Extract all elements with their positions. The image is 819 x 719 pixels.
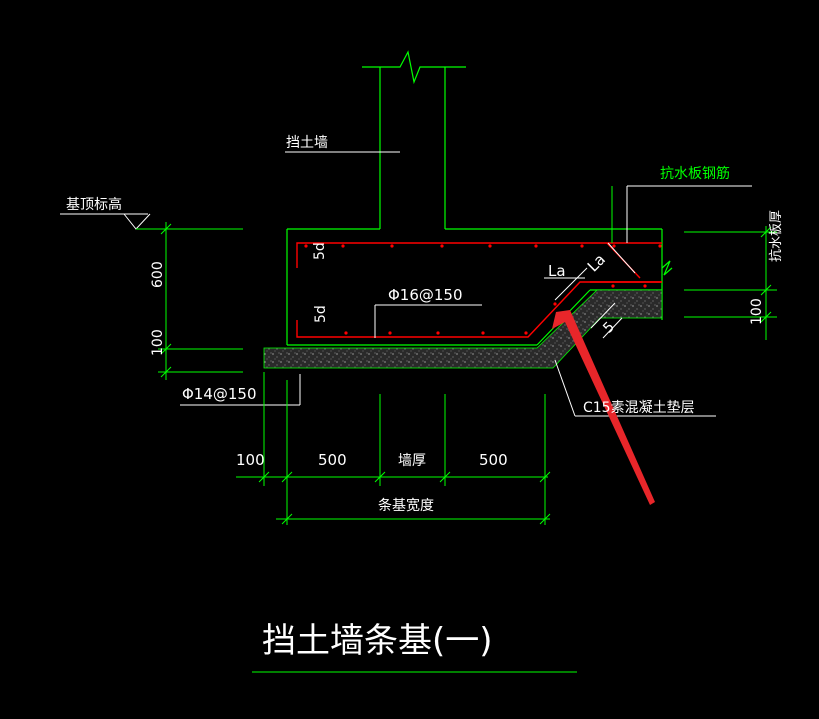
rebar-dot (658, 244, 662, 248)
rebar-dot (436, 331, 440, 335)
elevation-mark (60, 213, 151, 230)
label-waterproof-slab-thickness: 抗水板厚 (769, 210, 784, 262)
tick (281, 471, 293, 483)
tick (760, 284, 772, 296)
dim-label-500-right: 500 (479, 451, 508, 469)
red-pointer-arrow (552, 310, 655, 505)
drawing-title: 挡土墙条基(一) (262, 621, 493, 661)
label-retaining-wall: 挡土墙 (286, 135, 328, 151)
cushion-layer (263, 289, 663, 369)
rebar-dot (611, 284, 615, 288)
rebar-dot (481, 331, 485, 335)
slab-break-line (661, 260, 673, 276)
leader-slope-5b (602, 317, 623, 339)
rebar-dot (488, 244, 492, 248)
dim-label-100-left: 100 (150, 329, 166, 356)
rebar-dot (580, 244, 584, 248)
elevation-triangle (123, 213, 151, 230)
dim-label-500-left: 500 (318, 451, 347, 469)
rebar-dot (341, 244, 345, 248)
rebar-dot (612, 244, 616, 248)
leader-lines (180, 151, 752, 417)
rebar-dot (534, 244, 538, 248)
dim-label-strip-width: 条基宽度 (378, 497, 434, 514)
leader-cushion (554, 359, 576, 417)
dim-label-wall-thickness: 墙厚 (398, 453, 426, 469)
rebar-dot (643, 284, 647, 288)
tick (539, 471, 551, 483)
label-la-1: La (548, 262, 566, 280)
text-labels: 挡土墙 基顶标高 抗水板钢筋 Φ16@150 Φ14@150 C15素混凝土垫层… (66, 135, 784, 661)
rebar-dot (524, 331, 528, 335)
tick (374, 471, 386, 483)
tick (760, 226, 772, 238)
wall-break-line (362, 50, 466, 85)
leader-la-1-diag (554, 267, 588, 301)
tick (258, 471, 270, 483)
tick (281, 513, 293, 525)
dim-label-100: 100 (236, 451, 265, 469)
tick (539, 513, 551, 525)
tick (160, 366, 172, 378)
tick (160, 223, 172, 235)
label-slope-5: 5 (600, 319, 618, 337)
label-5d-bottom: 5d (313, 305, 329, 323)
leader-la-2-diag (607, 242, 636, 274)
rebar-dots (304, 244, 662, 335)
label-5d-top: 5d (312, 242, 328, 260)
leader-slope-5a (590, 302, 616, 329)
label-rebar-bottom: Φ14@150 (182, 385, 257, 403)
label-foundation-top-elevation: 基顶标高 (66, 196, 122, 213)
rebar-dot (304, 244, 308, 248)
label-waterproof-slab-rebar: 抗水板钢筋 (660, 165, 730, 182)
rebar-dot (344, 331, 348, 335)
tick (439, 471, 451, 483)
top-rebar (296, 242, 662, 268)
rebar-dot (440, 244, 444, 248)
rebar-dot (553, 302, 557, 306)
label-cushion-layer: C15素混凝土垫层 (583, 400, 695, 416)
rebar-dot (390, 244, 394, 248)
label-la-2: La (584, 250, 609, 275)
label-rebar-top: Φ16@150 (388, 286, 463, 304)
dimension-lines (136, 186, 777, 525)
dim-label-100-right: 100 (749, 298, 765, 325)
dim-label-600: 600 (150, 261, 166, 288)
tick (760, 311, 772, 323)
tick (160, 343, 172, 355)
rebar-dot (388, 331, 392, 335)
